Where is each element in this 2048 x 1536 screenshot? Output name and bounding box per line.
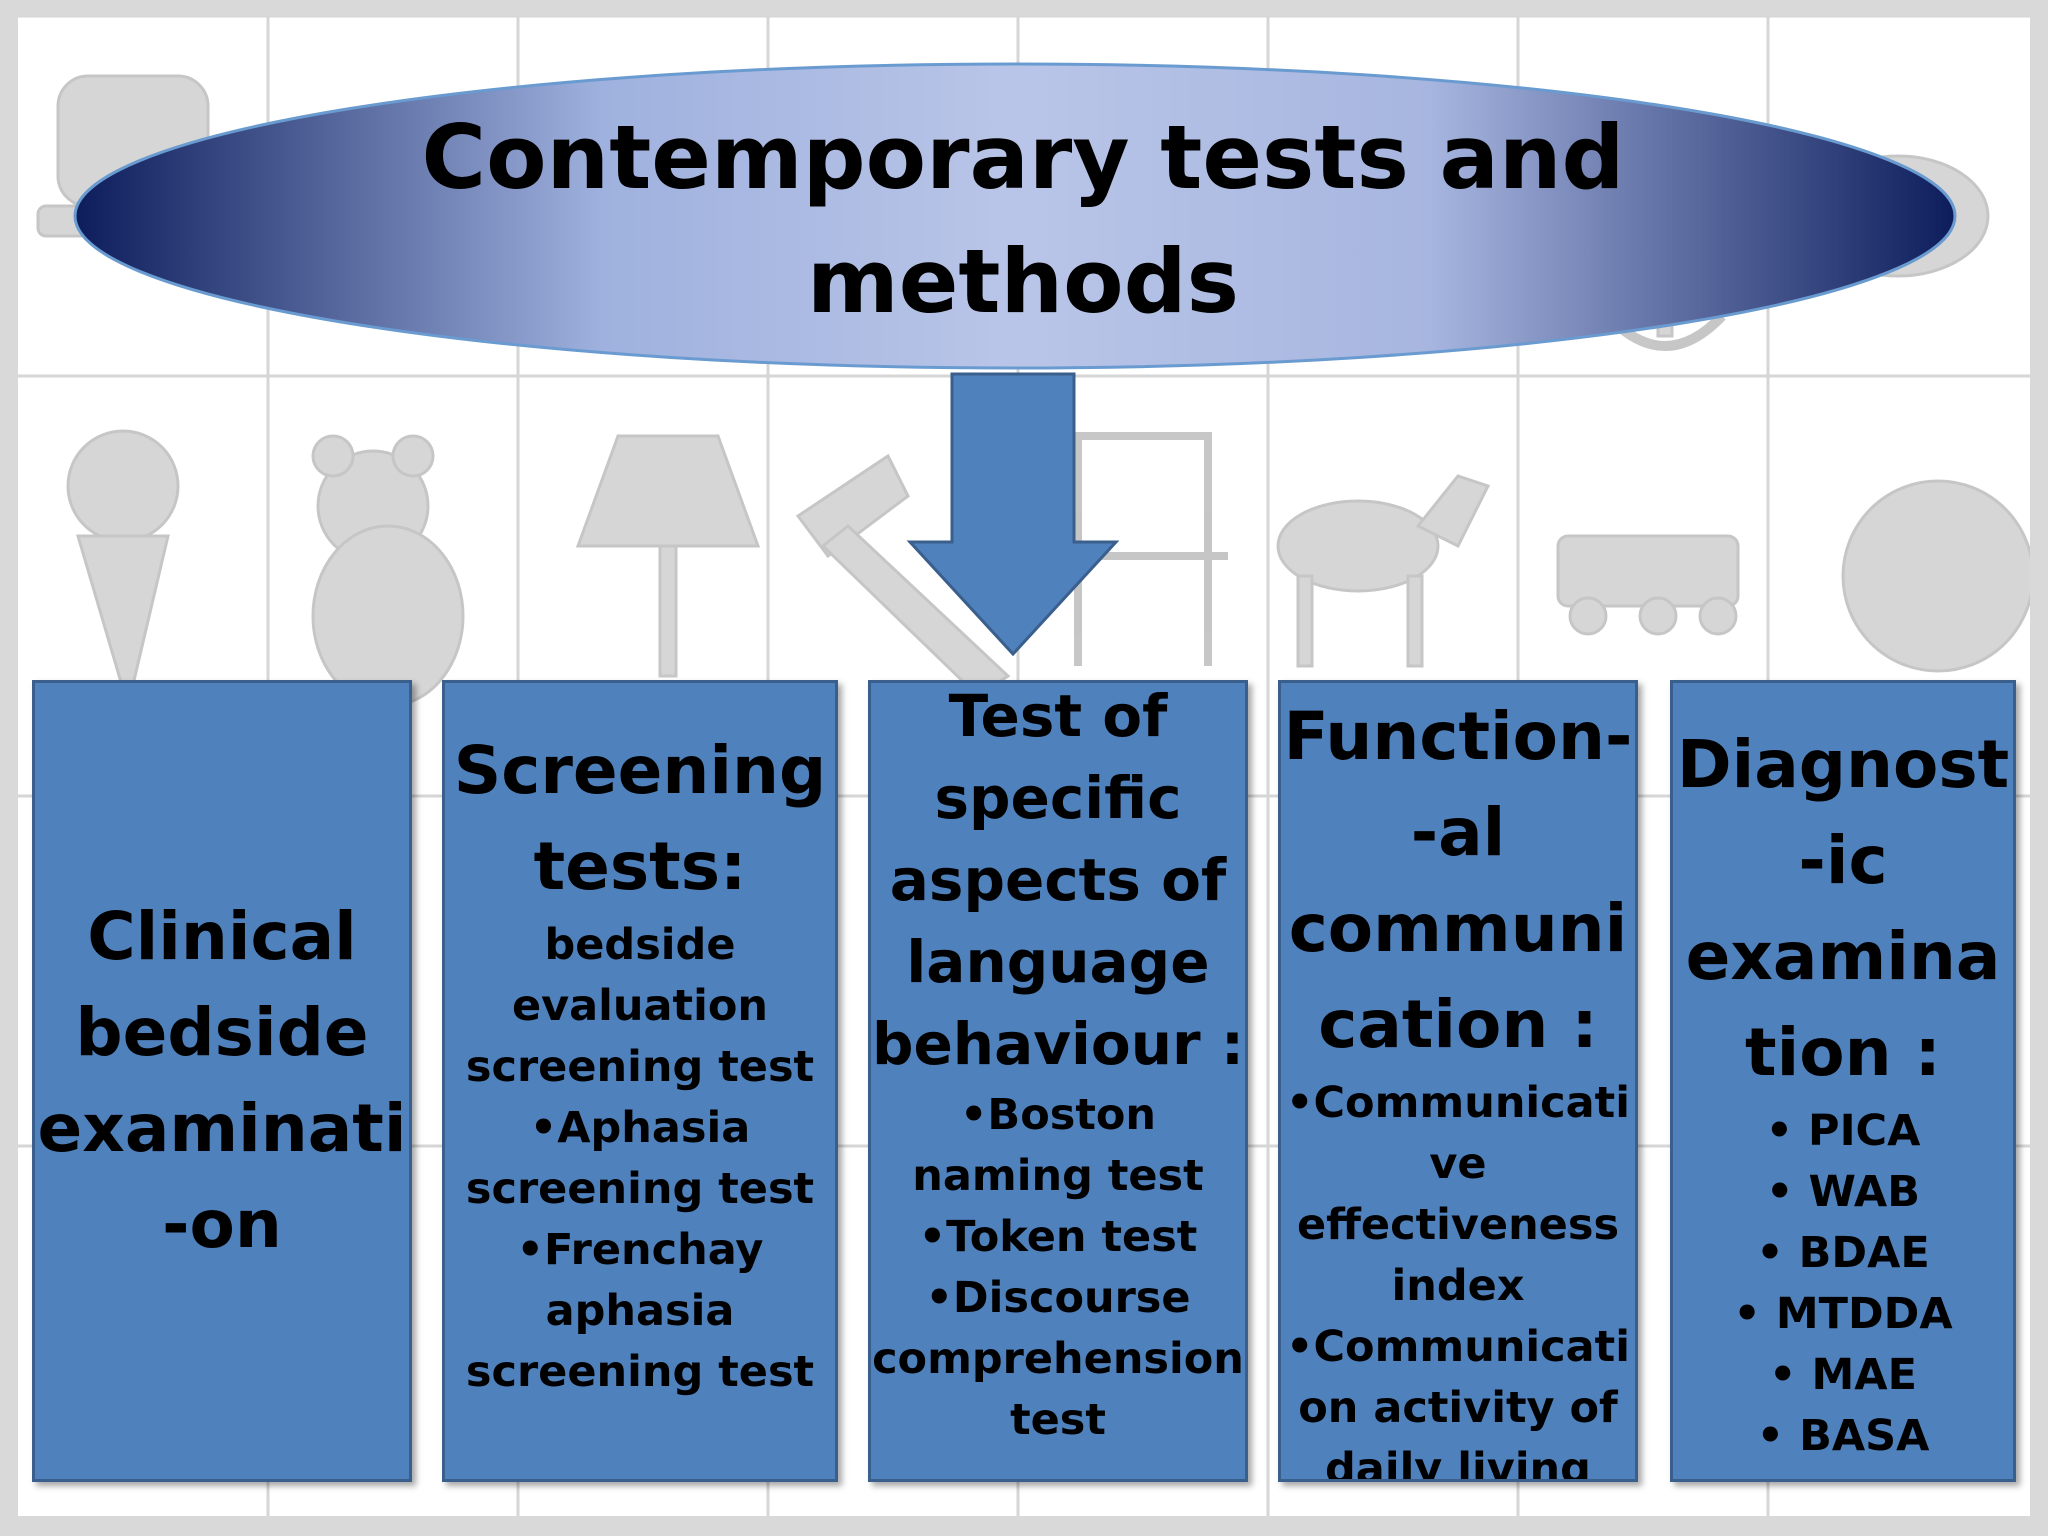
box-item-list: •Boston naming test •Token test •Discour… [872,1085,1244,1451]
lamp-icon [575,434,761,678]
diagram-title-line: methods [807,230,1239,333]
title-ellipse [73,62,1957,370]
box-heading: Screening tests: [454,723,827,915]
list-item: screening test [465,1347,815,1397]
box-screening-tests: Screening tests: bedside evaluation scre… [442,680,838,1482]
box-heading-line: Function- [1283,698,1633,775]
train-icon [1556,534,1740,636]
box-heading-line: behaviour : [871,1010,1245,1078]
box-heading: Clinical bedside examinati -on [38,889,407,1273]
box-heading-line: -al [1410,794,1506,871]
list-item: •Communicati [1286,1322,1630,1372]
list-item: •Communicati [1286,1078,1630,1128]
box-heading-line: aspects of [889,846,1227,914]
slide: Contemporary tests and methods Clinical … [18,16,2030,1516]
box-heading-line: language [906,928,1210,996]
box-heading-line: Test of [948,682,1168,750]
box-heading-line: Clinical [87,898,357,975]
zebra-icon [1276,474,1491,668]
box-heading-line: cation : [1318,986,1598,1063]
box-heading: Function- -al communi cation : [1284,689,1633,1073]
list-item: ve [1429,1139,1487,1189]
list-item: • WAB [1765,1167,1920,1217]
box-heading-line: examinati [37,1090,407,1167]
box-heading-line: communi [1288,890,1628,967]
list-item: test [1010,1395,1106,1445]
list-item: •Aphasia [529,1103,751,1153]
teddy-bear-icon [311,434,465,708]
box-heading-line: examina [1685,918,2001,995]
list-item: evaluation [511,981,768,1031]
list-item: effectiveness [1296,1200,1620,1250]
down-arrow [906,372,1120,657]
lion-icon [1841,479,2030,673]
list-item: • BASA [1756,1411,1930,1461]
box-functional-communication: Function- -al communi cation : •Communic… [1278,680,1638,1482]
box-item-list: •Communicati ve effectiveness index •Com… [1286,1073,1630,1482]
list-item: •Token test [918,1212,1198,1262]
box-heading-line: specific [934,764,1182,832]
list-item: •Frenchay [516,1225,764,1275]
list-item: screening test [465,1042,815,1092]
box-specific-language-tests: Test of specific aspects of language beh… [868,680,1248,1482]
box-item-list: bedside evaluation screening test •Aphas… [466,915,814,1403]
list-item: bedside [544,920,736,970]
box-heading-line: bedside [75,994,369,1071]
list-item: • PICA [1765,1106,1921,1156]
box-heading-line: Diagnost [1676,726,2010,803]
box-clinical-bedside-examination: Clinical bedside examinati -on [32,680,412,1482]
list-item: • MTDDA [1733,1289,1953,1339]
list-item: • BDAE [1756,1228,1930,1278]
box-item-list: • PICA • WAB • BDAE • MTDDA • MAE • BASA [1733,1101,1952,1467]
list-item: index [1391,1261,1525,1311]
box-heading-line: -ic [1798,822,1888,899]
list-item: •Discourse [925,1273,1191,1323]
box-heading-line: -on [162,1186,282,1263]
list-item: comprehension [872,1334,1244,1384]
box-heading-line: tests: [533,828,747,905]
diagram-title-line: Contemporary tests and [421,106,1625,209]
list-item: • MAE [1769,1350,1917,1400]
box-heading-line: tion : [1745,1014,1941,1091]
list-item: aphasia [545,1286,735,1336]
list-item: on activity of [1298,1383,1618,1433]
list-item: naming test [912,1151,1204,1201]
hammer-icon [795,453,1011,698]
box-heading: Diagnost -ic examina tion : [1677,717,2009,1101]
ice-cream-icon [66,429,180,712]
list-item: screening test [465,1164,815,1214]
list-item: daily living [1325,1444,1591,1482]
box-diagnostic-examination: Diagnost -ic examina tion : • PICA • WAB… [1670,680,2016,1482]
diagram-title: Contemporary tests and methods [348,96,1698,344]
box-heading: Test of specific aspects of language beh… [871,682,1245,1085]
list-item: •Boston [959,1090,1157,1140]
box-heading-line: Screening [453,732,827,809]
